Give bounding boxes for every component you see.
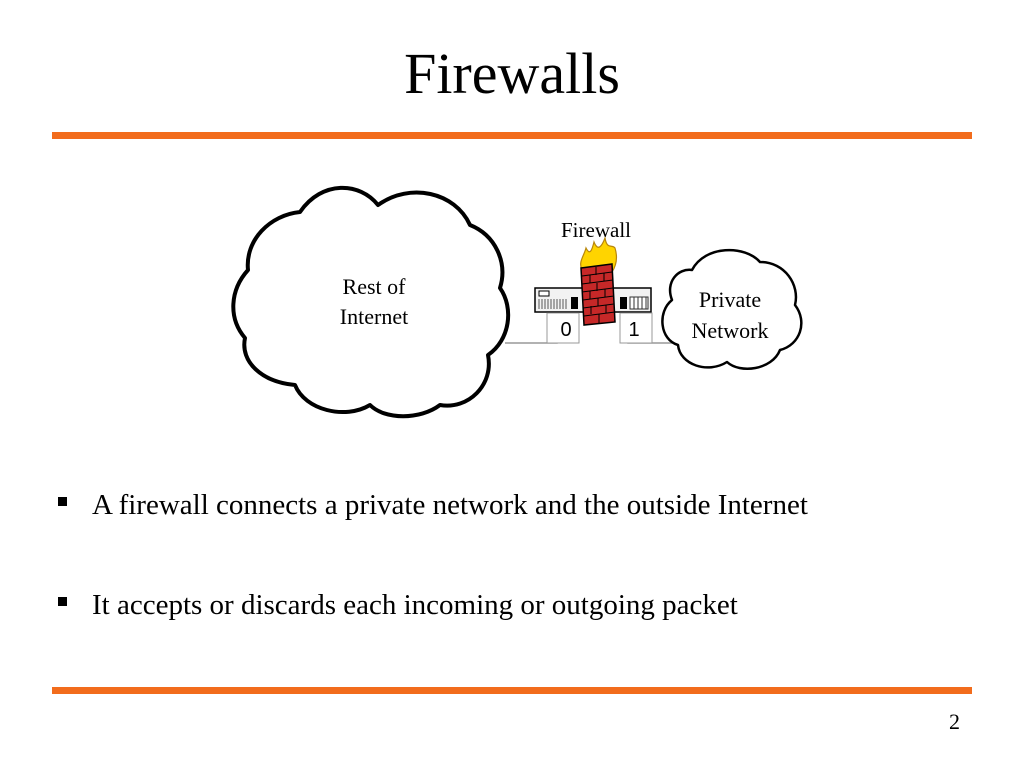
internet-cloud: Rest of Internet — [231, 185, 511, 419]
router-port-block-right — [620, 297, 627, 309]
firewall-brick-wall-icon — [580, 263, 616, 326]
square-bullet-icon — [58, 497, 67, 506]
bullet-text: A firewall connects a private network an… — [92, 489, 808, 521]
port-1-box — [619, 312, 653, 344]
internet-cloud-label-line1: Rest of — [343, 274, 407, 299]
router-indicator — [538, 290, 550, 297]
slide-title: Firewalls — [404, 41, 620, 106]
firewall-device: 0 1 — [534, 218, 653, 344]
internet-cloud-shape — [231, 185, 511, 419]
router-vents-left — [538, 299, 567, 309]
port-0-box — [546, 312, 580, 344]
bullet-list: A firewall connects a private network an… — [58, 483, 808, 683]
bullet-text: It accepts or discards each incoming or … — [92, 589, 738, 621]
private-network-cloud-shape — [661, 249, 803, 370]
private-network-cloud: Private Network — [661, 249, 803, 370]
router-port-block-left — [571, 297, 578, 309]
square-bullet-icon — [58, 597, 67, 606]
router-vents-right — [629, 296, 649, 310]
footer-divider — [52, 687, 972, 694]
firewall-flame-icon — [580, 235, 618, 273]
bullet-item: It accepts or discards each incoming or … — [58, 583, 808, 627]
page-number: 2 — [949, 709, 960, 734]
title-divider — [52, 132, 972, 139]
port-0-label: 0 — [560, 319, 571, 341]
private-network-label-line2: Network — [692, 318, 769, 343]
port-1-label: 1 — [628, 319, 639, 341]
bullet-item: A firewall connects a private network an… — [58, 483, 808, 527]
firewall-label: Firewall — [561, 218, 631, 242]
internet-cloud-label-line2: Internet — [340, 304, 408, 329]
private-network-label-line1: Private — [699, 287, 761, 312]
